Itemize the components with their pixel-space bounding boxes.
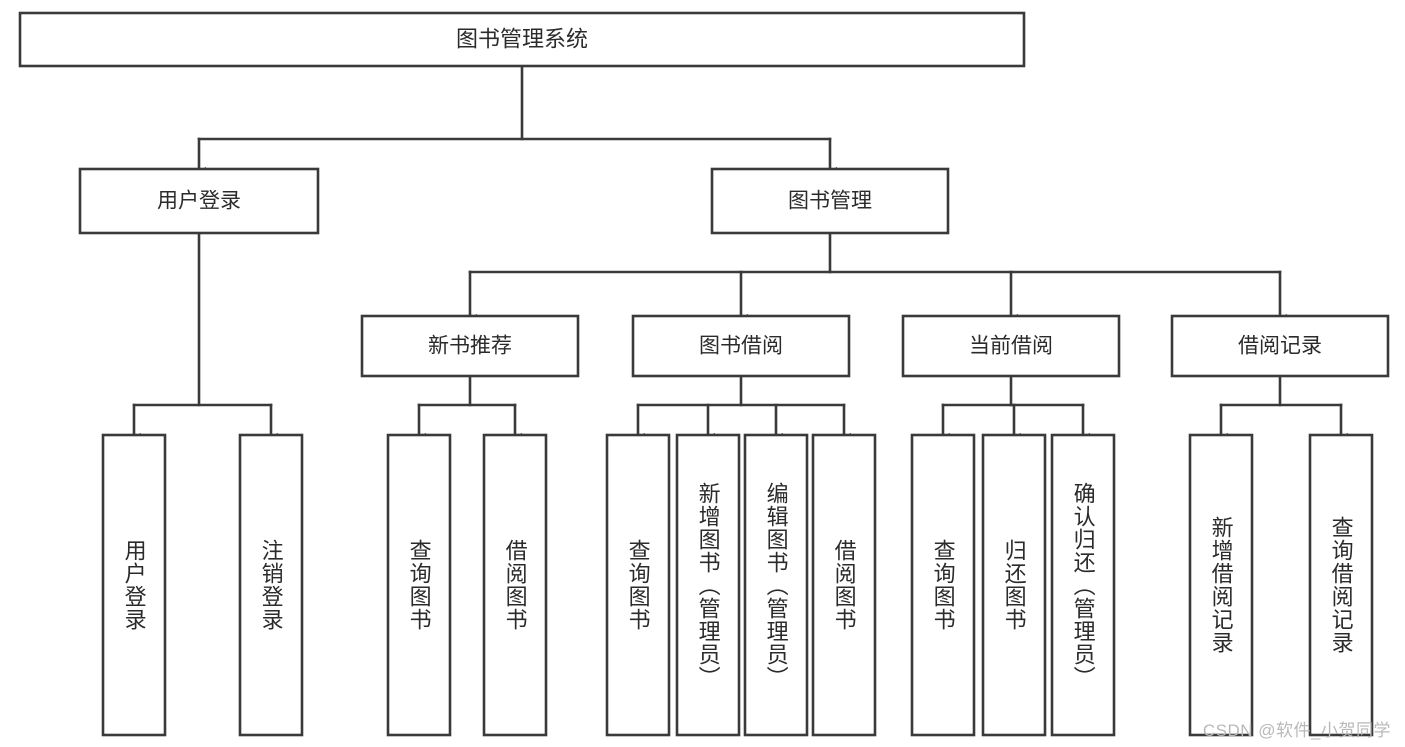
node-root-root[interactable]	[18, 11, 1026, 68]
node-boxes	[18, 11, 1390, 737]
leaf-leaf-query-book-rec[interactable]	[386, 433, 452, 737]
node-label: 图书管理系统	[456, 26, 588, 51]
leaf-leaf-confirm-return-admin[interactable]	[1050, 433, 1116, 737]
node-label: 图书借阅	[699, 335, 783, 358]
node-label: 图书管理	[788, 190, 872, 213]
connector-lines	[127, 64, 1348, 445]
node-current-borrow[interactable]	[901, 314, 1121, 378]
node-label: 当前借阅	[969, 335, 1053, 358]
leaf-leaf-add-borrow-record[interactable]	[1188, 433, 1254, 737]
leaf-leaf-query-borrow-record[interactable]	[1308, 433, 1374, 737]
node-book-borrow[interactable]	[631, 314, 851, 378]
leaf-leaf-borrow-book-rec[interactable]	[482, 433, 548, 737]
node-user-login[interactable]	[78, 167, 320, 235]
leaf-leaf-user-login[interactable]	[101, 433, 167, 737]
node-borrow-record[interactable]	[1170, 314, 1390, 378]
node-label: 借阅记录	[1238, 335, 1322, 358]
leaf-leaf-query-book-current[interactable]	[910, 433, 976, 737]
leaf-leaf-edit-book-admin[interactable]	[743, 433, 809, 737]
csdn-watermark: CSDN @软件_小贺同学	[1202, 721, 1391, 740]
leaf-leaf-user-logout[interactable]	[238, 433, 304, 737]
node-book-manage[interactable]	[710, 167, 950, 235]
leaf-leaf-query-book-borrow[interactable]	[605, 433, 671, 737]
leaf-leaf-borrow-book[interactable]	[811, 433, 877, 737]
node-label: 新书推荐	[428, 335, 512, 358]
node-label: 用户登录	[157, 190, 241, 213]
leaf-leaf-add-book-admin[interactable]	[675, 433, 741, 737]
node-new-book-recommend[interactable]	[360, 314, 580, 378]
leaf-leaf-return-book[interactable]	[981, 433, 1047, 737]
